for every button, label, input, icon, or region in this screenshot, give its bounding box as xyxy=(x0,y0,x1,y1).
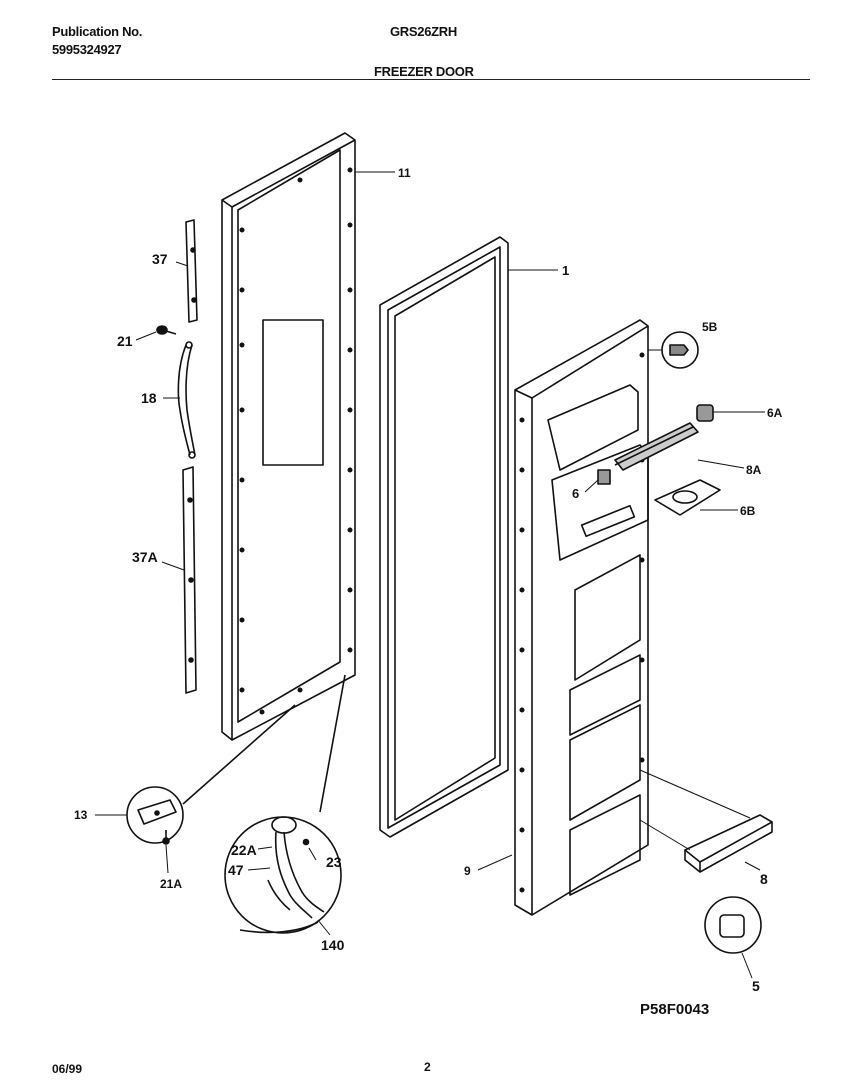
callout-21: 21 xyxy=(117,333,133,349)
part-6b-cup xyxy=(654,479,721,516)
callout-8: 8 xyxy=(760,871,768,887)
footer-page: 2 xyxy=(424,1060,431,1074)
callout-13: 13 xyxy=(74,808,88,822)
part-8-bin xyxy=(684,814,773,873)
door-gasket xyxy=(379,236,509,838)
part-6-bracket xyxy=(597,469,611,485)
callout-1: 1 xyxy=(562,263,569,278)
callout-23: 23 xyxy=(326,854,342,870)
callout-18: 18 xyxy=(141,390,157,406)
callout-37a: 37A xyxy=(132,549,158,565)
callout-5b: 5B xyxy=(702,320,718,334)
callout-5: 5 xyxy=(752,978,760,994)
wire-harness-detail xyxy=(224,674,346,934)
model-number: GRS26ZRH xyxy=(390,24,457,39)
header-rule xyxy=(52,79,810,80)
callout-140: 140 xyxy=(321,937,345,953)
callout-9: 9 xyxy=(464,864,471,878)
callout-22a: 22A xyxy=(231,842,257,858)
handle-screw xyxy=(156,325,177,335)
part-5-cap xyxy=(704,896,762,954)
door-label-panel xyxy=(262,319,324,466)
publication-label: Publication No. xyxy=(52,24,143,39)
callout-21a: 21A xyxy=(160,877,182,891)
callout-6: 6 xyxy=(572,486,579,501)
figure-code: P58F0043 xyxy=(640,1001,709,1018)
callout-labels: 11 37 21 18 37A 1 5B 6A 8A 6 6B 13 21A 2… xyxy=(74,166,783,1018)
part-8a-bar xyxy=(614,422,699,471)
part-6a-clip xyxy=(696,404,714,422)
section-title: FREEZER DOOR xyxy=(374,64,474,79)
leader-lines xyxy=(95,171,765,979)
callout-37: 37 xyxy=(152,251,168,267)
door-screw-holes xyxy=(239,167,353,715)
part-5b-screw xyxy=(661,331,699,369)
upper-handle-trim xyxy=(185,219,198,323)
part-13-bracket xyxy=(126,704,296,845)
footer-date: 06/99 xyxy=(52,1062,83,1076)
publication-number: 5995324927 xyxy=(52,42,122,57)
outer-door-panel xyxy=(221,132,356,741)
callout-6b: 6B xyxy=(740,504,756,518)
door-handle xyxy=(177,341,196,459)
callout-11: 11 xyxy=(398,166,411,180)
inner-door-liner xyxy=(514,319,649,916)
callout-47: 47 xyxy=(228,862,244,878)
callout-6a: 6A xyxy=(767,406,783,420)
lower-handle-trim xyxy=(182,466,197,694)
callout-8a: 8A xyxy=(746,463,762,477)
